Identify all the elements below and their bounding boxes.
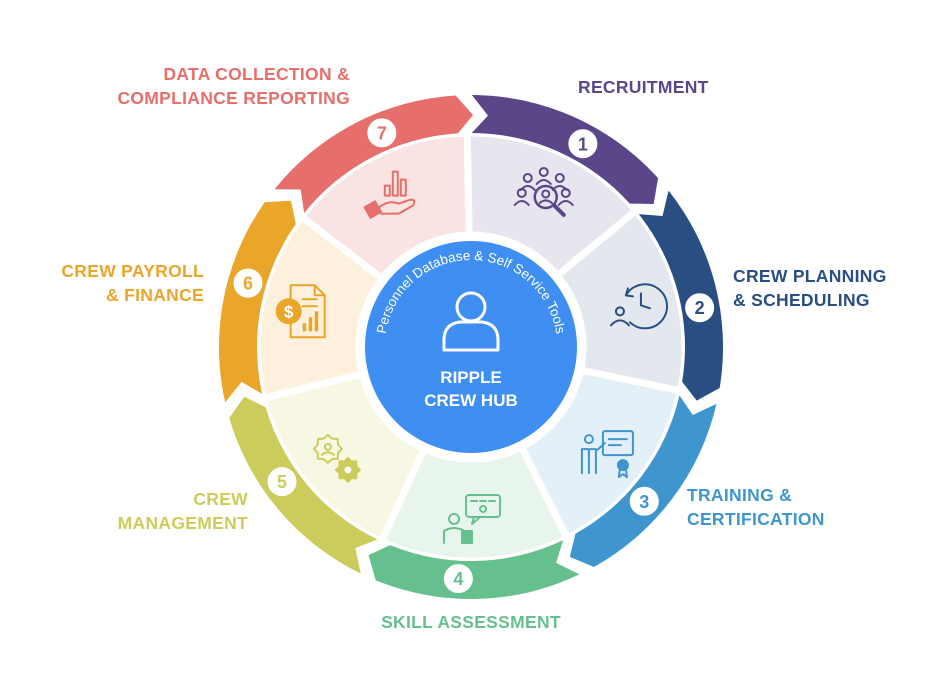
svg-text:6: 6 [243,274,253,294]
step-label-crew-payroll: CREW PAYROLL & FINANCE [28,259,204,307]
step-number-badge-3: 3 [626,483,662,519]
step-label-crew-management: CREW MANAGEMENT [68,487,248,535]
training-certificate-icon [580,430,634,479]
rim-arrow-1 [471,95,659,204]
rim-arrow-5 [229,396,378,574]
svg-text:$: $ [284,302,294,321]
svg-text:5: 5 [277,472,287,492]
step-label-line: CREW PLANNING [733,266,887,286]
recruitment-search-icon [513,166,574,217]
user-icon [442,291,500,352]
step-label-line: CREW [193,489,248,509]
step-label-line: COMPLIANCE REPORTING [117,88,350,108]
number-badge-group: 1 2 3 4 5 6 7 [230,115,718,597]
step-label-recruitment: RECRUITMENT [578,75,709,99]
clock-schedule-icon [609,283,668,330]
step-number-badge-4: 4 [440,561,476,597]
step-number-badge-2: 2 [682,290,718,326]
hub-title-line1: RIPPLE [440,368,501,387]
step-number-badge-5: 5 [264,464,300,500]
step-number-badge-7: 7 [364,115,400,151]
svg-text:1: 1 [578,134,588,154]
step-label-line: CREW PAYROLL [61,261,204,281]
step-number-badge-1: 1 [565,126,601,162]
rim-arrow-group [218,95,724,600]
step-label-line: RECRUITMENT [578,77,709,97]
payroll-document-icon: $ [275,284,326,339]
step-label-crew-planning: CREW PLANNING & SCHEDULING [733,264,887,312]
rim-arrow-4 [368,540,580,600]
hub-circle [365,241,577,453]
step-label-line: & SCHEDULING [733,290,870,310]
gears-icon [312,433,361,483]
svg-text:4: 4 [453,569,463,589]
step-label-line: TRAINING & [687,485,793,505]
rim-arrow-3 [569,395,717,567]
svg-text:3: 3 [639,492,649,512]
step-icon-group: $ [275,166,668,544]
assessment-checklist-icon [443,493,502,544]
step-number-badge-6: 6 [230,265,266,301]
step-label-training: TRAINING & CERTIFICATION [687,483,825,531]
hand-chart-icon [363,170,416,219]
step-label-line: DATA COLLECTION & [163,64,350,84]
svg-text:7: 7 [377,123,387,143]
rim-arrow-6 [218,200,296,403]
step-label-line: MANAGEMENT [117,513,248,533]
sector-group [253,129,689,565]
rim-arrow-2 [638,190,724,401]
step-label-data-collection: DATA COLLECTION & COMPLIANCE REPORTING [58,62,350,110]
step-label-skill-assessment: SKILL ASSESSMENT [371,610,571,634]
step-label-line: SKILL ASSESSMENT [381,612,561,632]
svg-text:2: 2 [695,298,705,318]
step-label-line: CERTIFICATION [687,509,825,529]
rim-arrow-7 [274,95,474,213]
step-label-line: & FINANCE [106,285,204,305]
hub-title-line2: CREW HUB [424,391,518,410]
